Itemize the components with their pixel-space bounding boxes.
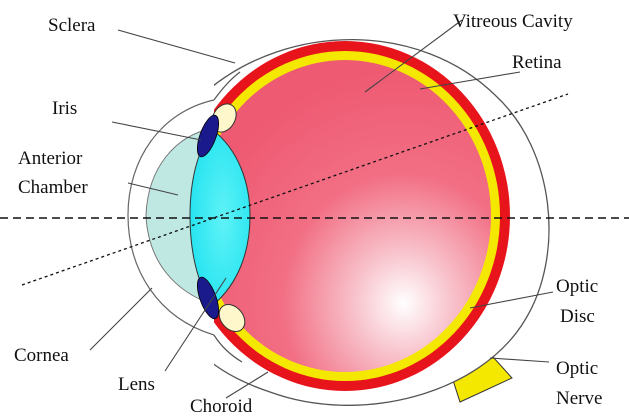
label-retina: Retina (512, 52, 562, 73)
label-choroid: Choroid (190, 396, 252, 417)
label-vitreous-cavity: Vitreous Cavity (453, 11, 573, 32)
label-optic-nerve-line2: Nerve (556, 388, 602, 409)
label-anterior-chamber-line1: Anterior (18, 148, 82, 169)
label-optic-disc-line2: Disc (560, 306, 595, 327)
label-optic-disc-line1: Optic (556, 276, 598, 297)
leader-optic-nerve (490, 358, 549, 362)
label-optic-nerve-line1: Optic (556, 358, 598, 379)
label-lens: Lens (118, 374, 155, 395)
label-cornea: Cornea (14, 345, 69, 366)
label-sclera: Sclera (48, 15, 95, 36)
label-iris: Iris (52, 98, 77, 119)
label-anterior-chamber-line2: Chamber (18, 177, 88, 198)
